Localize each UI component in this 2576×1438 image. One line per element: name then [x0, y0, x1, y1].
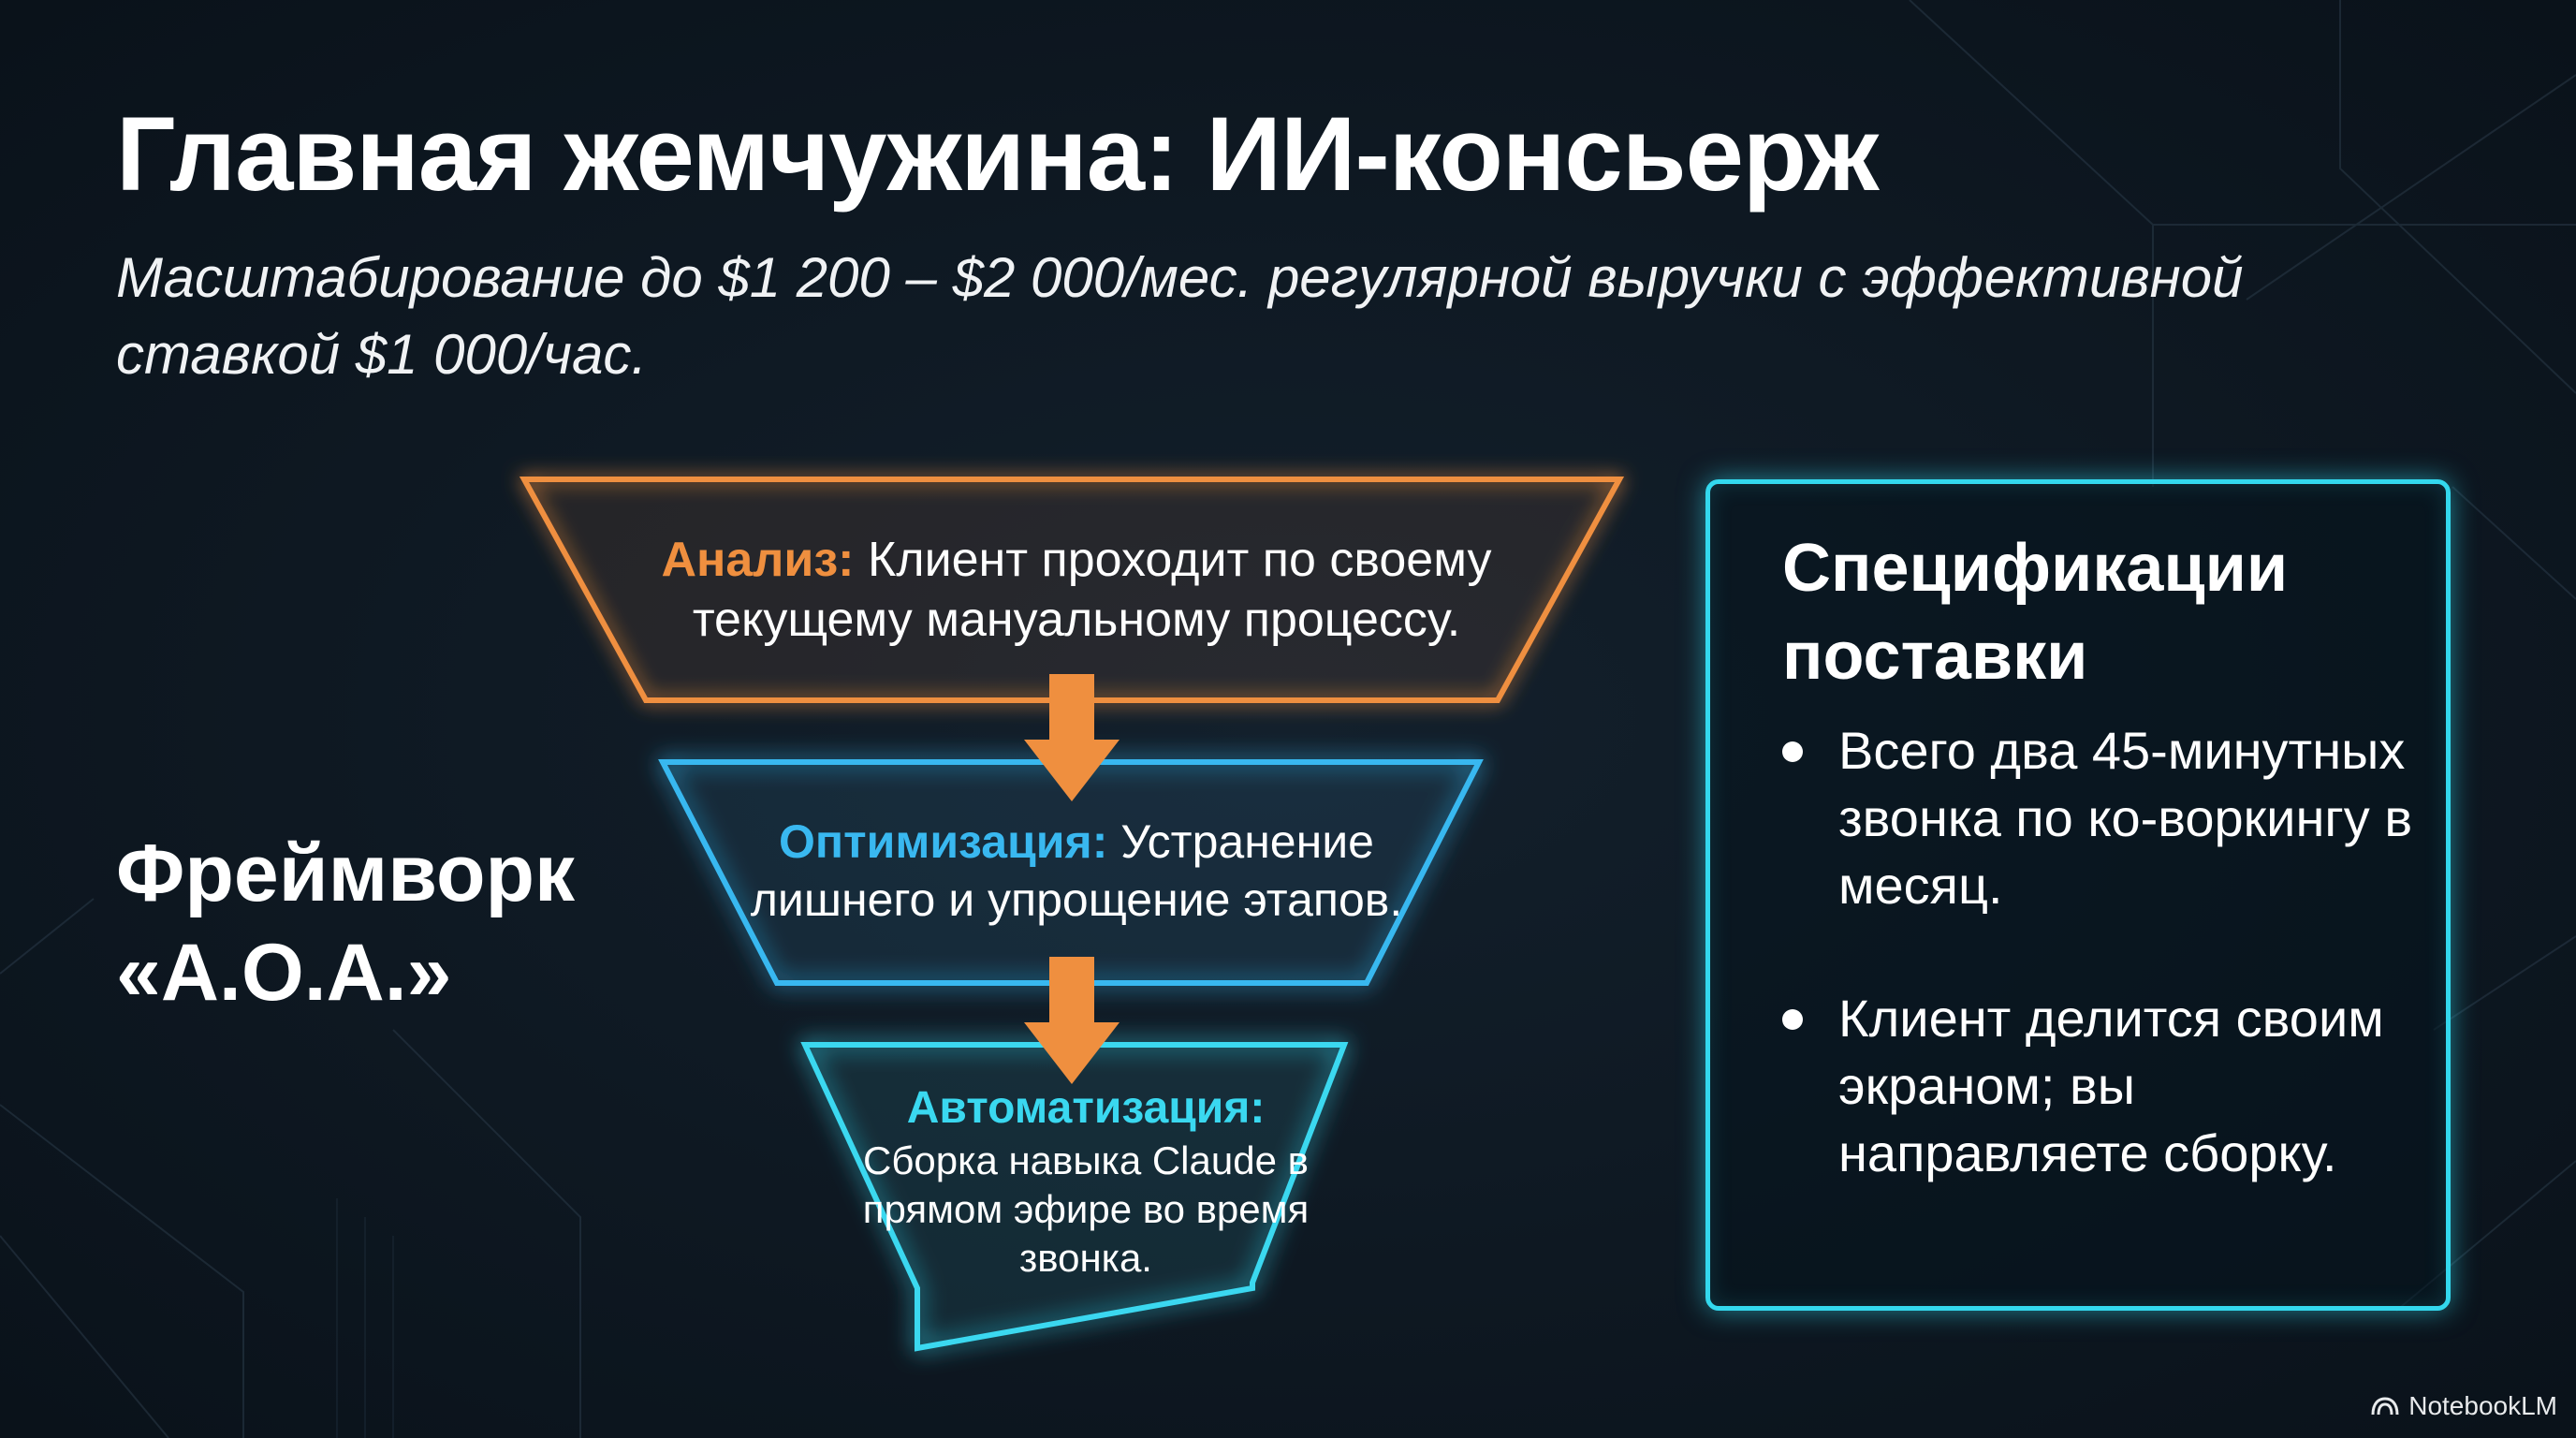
funnel-step-automation: Автоматизация: Сборка навыка Claude в пр… — [861, 1084, 1310, 1283]
notebooklm-logo-icon — [2371, 1397, 2399, 1416]
funnel-stage-optimization — [658, 759, 1484, 986]
bullet-icon — [1782, 741, 1803, 762]
step-text: Устранение лишнего и упрощение этапов. — [750, 815, 1403, 926]
spec-panel — [1705, 479, 2451, 1311]
funnel-stage-analysis — [519, 477, 1625, 703]
arrow-down-icon — [1024, 674, 1120, 801]
page-subtitle: Масштабирование до $1 200 – $2 000/мес. … — [116, 246, 2244, 386]
step-head: Оптимизация: — [779, 815, 1108, 868]
step-head: Автоматизация: — [906, 1083, 1266, 1133]
funnel-step-optimization: Оптимизация: Устранение лишнего и упроще… — [711, 813, 1442, 929]
framework-line-2: «А.О.А.» — [116, 928, 452, 1018]
step-head: Анализ: — [661, 533, 855, 587]
step-text: Клиент проходит по своему текущему мануа… — [692, 533, 1492, 647]
list-item-text: Всего два 45-минутных звонка по ко-ворки… — [1838, 721, 2413, 915]
brand-label: NotebookLM — [2408, 1391, 2557, 1420]
bullet-icon — [1782, 1009, 1803, 1030]
framework-label: Фреймворк «А.О.А.» — [116, 824, 575, 1022]
page-title: Главная жемчужина: ИИ-консьерж — [116, 95, 1879, 213]
list-item: Клиент делится своим экраном; вы направл… — [1782, 985, 2437, 1187]
funnel-step-analysis: Анализ: Клиент проходит по своему текуще… — [599, 530, 1554, 650]
arrow-down-icon — [1024, 957, 1120, 1084]
list-item: Всего два 45-минутных звонка по ко-ворки… — [1782, 717, 2437, 919]
spec-list: Всего два 45-минутных звонка по ко-ворки… — [1782, 717, 2437, 1253]
framework-line-1: Фреймворк — [116, 829, 576, 918]
spec-title: Спецификации поставки — [1782, 531, 2289, 694]
list-item-text: Клиент делится своим экраном; вы направл… — [1838, 989, 2384, 1182]
step-text: Сборка навыка Claude в прямом эфире во в… — [862, 1138, 1310, 1280]
funnel-stage-automation — [800, 1042, 1349, 1352]
brand-watermark: NotebookLM — [2371, 1391, 2557, 1421]
